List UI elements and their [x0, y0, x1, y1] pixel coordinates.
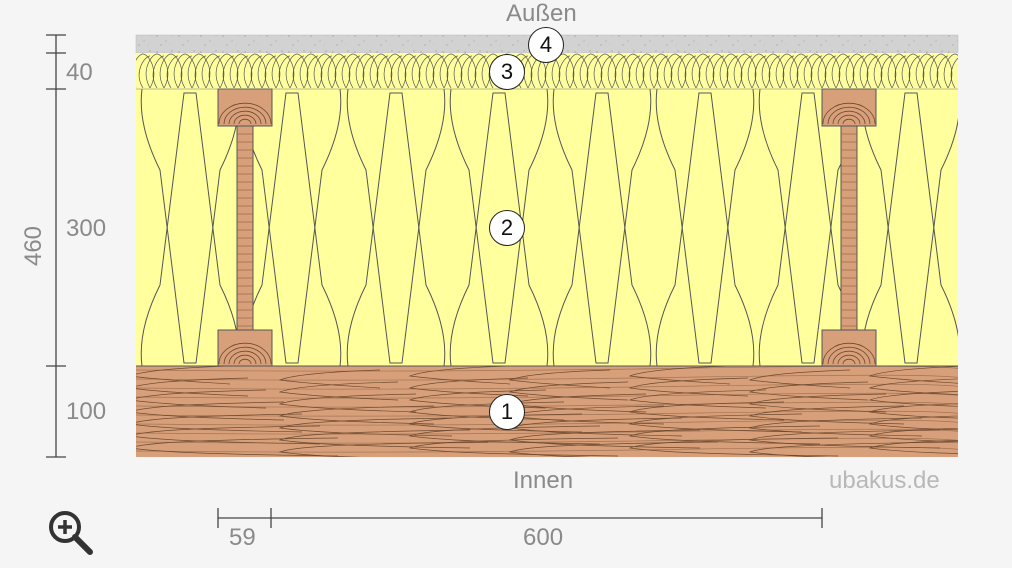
layer-marker-3[interactable]: 3 [489, 54, 525, 90]
layer-marker-4[interactable]: 4 [528, 27, 564, 63]
outside-label: Außen [506, 0, 577, 27]
i-joist [821, 88, 877, 367]
spacing-label-600: 600 [523, 524, 564, 551]
horizontal-dimension-line [217, 508, 823, 528]
vertical-dimension-line [46, 34, 66, 458]
inside-label: Innen [513, 467, 574, 494]
layer-main-insulation [136, 89, 958, 366]
layer-thickness-300: 300 [66, 215, 107, 242]
layer-marker-1[interactable]: 1 [489, 394, 525, 430]
zoom-in-icon[interactable] [46, 508, 96, 556]
spacing-label-59: 59 [229, 524, 256, 551]
layer-thickness-40: 40 [66, 59, 93, 86]
layer-marker-2[interactable]: 2 [489, 210, 525, 246]
brand-label: ubakus.de [829, 467, 940, 494]
layer-wood-board [136, 366, 958, 457]
layer-thickness-100: 100 [66, 398, 107, 425]
i-joist [217, 88, 273, 367]
total-thickness-label: 460 [20, 225, 48, 267]
